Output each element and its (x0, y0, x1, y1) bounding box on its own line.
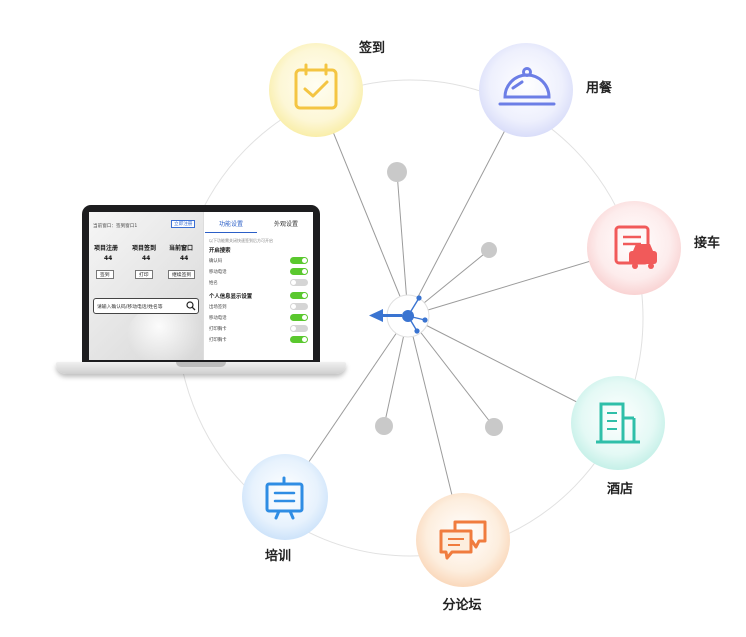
search-input[interactable]: 请输入确认码/移动电话/姓名等 (93, 298, 199, 314)
satellite-node (375, 417, 393, 435)
toggle-switch[interactable] (290, 325, 308, 332)
section-title: 开启搜索 (209, 248, 231, 254)
feature-label: 培训 (265, 548, 291, 564)
stat-label: 项目注册 (94, 245, 119, 252)
chat-bubbles-icon (439, 520, 487, 560)
signin-pane: 当前窗口：签到窗口1 立即注册 项目注册 项目签到 当前窗口 44 44 44 … (89, 212, 207, 360)
tab-appearance-settings[interactable]: 外观设置 (273, 221, 298, 228)
feature-signin: 签到 (269, 40, 385, 137)
setting-label: 确认码 (209, 259, 223, 264)
presentation-board-icon (265, 476, 304, 520)
toggle-switch[interactable] (290, 257, 308, 264)
stat-label: 项目签到 (132, 245, 157, 252)
setting-label: 打印胸卡 (209, 327, 227, 332)
feature-forum: 分论坛 (416, 493, 510, 613)
toggle-switch[interactable] (290, 303, 308, 310)
setting-label: 姓名 (209, 281, 218, 286)
feature-hotel: 酒店 (571, 376, 665, 497)
feature-label: 接车 (694, 235, 720, 251)
laptop-screen: 当前窗口：签到窗口1 立即注册 项目注册 项目签到 当前窗口 44 44 44 … (89, 212, 313, 360)
satellite-node (481, 242, 497, 258)
setting-label: 打印胸卡 (209, 338, 227, 343)
stat-value: 44 (104, 255, 113, 262)
feature-label: 签到 (358, 40, 385, 56)
feature-dining: 用餐 (479, 43, 613, 137)
laptop-notch (176, 362, 226, 367)
settings-pane: 功能设置 外观设置 以下功能需关闭快速签到后方可开启 开启搜索 确认码 移动电话… (203, 212, 313, 360)
satellite-nodes (375, 162, 503, 436)
signin-button[interactable]: 签到 (96, 270, 114, 279)
laptop-mockup: 当前窗口：签到窗口1 立即注册 项目注册 项目签到 当前窗口 44 44 44 … (56, 205, 346, 381)
setting-label: 移动电话 (209, 270, 227, 275)
car-document-icon (614, 225, 657, 269)
print-button[interactable]: 打印 (135, 270, 153, 279)
feature-label: 用餐 (585, 80, 613, 96)
settings-hint: 以下功能需关闭快速签到后方可开启 (209, 238, 273, 243)
tab-function-settings[interactable]: 功能设置 (205, 218, 257, 233)
satellite-node (485, 418, 503, 436)
toggle-switch[interactable] (290, 292, 308, 299)
satellite-node (387, 162, 407, 182)
toggle-switch[interactable] (290, 268, 308, 275)
feature-training: 培训 (242, 454, 328, 564)
stat-value: 44 (142, 255, 151, 262)
feature-pickup: 接车 (587, 201, 720, 295)
search-icon[interactable] (186, 301, 196, 311)
setting-label: 出场签到 (209, 305, 227, 310)
hotel-building-icon (596, 402, 640, 444)
feature-label: 分论坛 (442, 597, 481, 613)
laptop-lid: 当前窗口：签到窗口1 立即注册 项目注册 项目签到 当前窗口 44 44 44 … (82, 205, 320, 362)
toggle-switch[interactable] (290, 336, 308, 343)
feature-label: 酒店 (607, 481, 633, 497)
setting-label: 移动电话 (209, 316, 227, 321)
hub-node (386, 294, 430, 338)
toggle-switch[interactable] (290, 314, 308, 321)
section-title: 个人信息显示设置 (209, 294, 253, 300)
register-button[interactable]: 立即注册 (171, 220, 196, 228)
clipboard-check-icon (294, 63, 338, 110)
search-placeholder: 请输入确认码/移动电话/姓名等 (97, 304, 163, 310)
stat-label: 当前窗口 (169, 245, 194, 252)
serving-cloche-icon (498, 67, 556, 106)
hub-arrow-icon (369, 309, 402, 322)
window-title: 当前窗口：签到窗口1 (93, 224, 138, 229)
continue-signin-button[interactable]: 继续签到 (168, 270, 196, 279)
stat-value: 44 (180, 255, 189, 262)
laptop-base (56, 362, 346, 374)
toggle-switch[interactable] (290, 279, 308, 286)
